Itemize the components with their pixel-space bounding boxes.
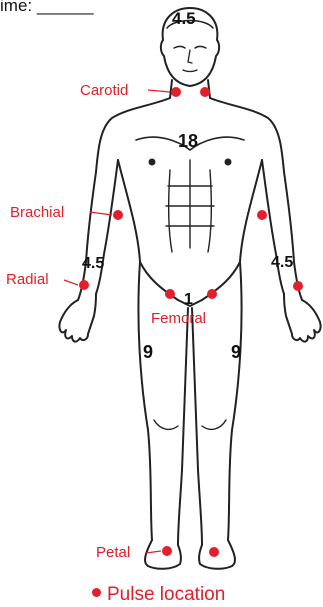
pulse-dot-femoral-left (165, 289, 175, 299)
left-leg-outline (138, 262, 188, 545)
right-leg-outline (192, 262, 242, 545)
pulse-dot-brachial-left (113, 210, 123, 220)
legend-dot-icon (92, 588, 101, 597)
label-pedal: Petal (96, 545, 130, 560)
label-carotid: Carotid (80, 83, 128, 98)
pulse-dot-brachial-right (257, 210, 267, 220)
pulse-dot-radial-left (79, 280, 89, 290)
percent-left-leg: 9 (143, 343, 153, 361)
pulse-dot-pedal-right (209, 547, 219, 557)
percent-right-arm: 4.5 (271, 255, 293, 271)
brachial-pointer (90, 212, 112, 215)
right-hand-outline (284, 294, 321, 342)
carotid-pointer (148, 90, 170, 92)
left-foot-outline (145, 540, 181, 569)
label-femoral: Femoral (151, 311, 206, 326)
legend: Pulse location (92, 585, 225, 604)
pulse-dot-pedal-left (162, 546, 172, 556)
left-arm-outline (78, 160, 118, 300)
percent-left-arm: 4.5 (82, 256, 104, 272)
label-brachial: Brachial (10, 205, 64, 220)
right-arm-outline (262, 160, 302, 300)
percent-torso: 18 (178, 132, 198, 150)
pulse-dot-radial-right (293, 281, 303, 291)
pulse-dot-carotid-left (171, 87, 181, 97)
percent-head: 4.5 (172, 10, 196, 27)
label-radial: Radial (6, 272, 49, 287)
legend-label: Pulse location (107, 584, 225, 605)
percent-right-leg: 9 (231, 343, 241, 361)
pulse-dot-carotid-right (200, 87, 210, 97)
pulse-dot-femoral-right (207, 289, 217, 299)
pedal-pointer (146, 551, 161, 553)
percent-perineum: 1 (184, 292, 193, 308)
left-hand-outline (59, 294, 96, 342)
radial-pointer (64, 280, 78, 285)
